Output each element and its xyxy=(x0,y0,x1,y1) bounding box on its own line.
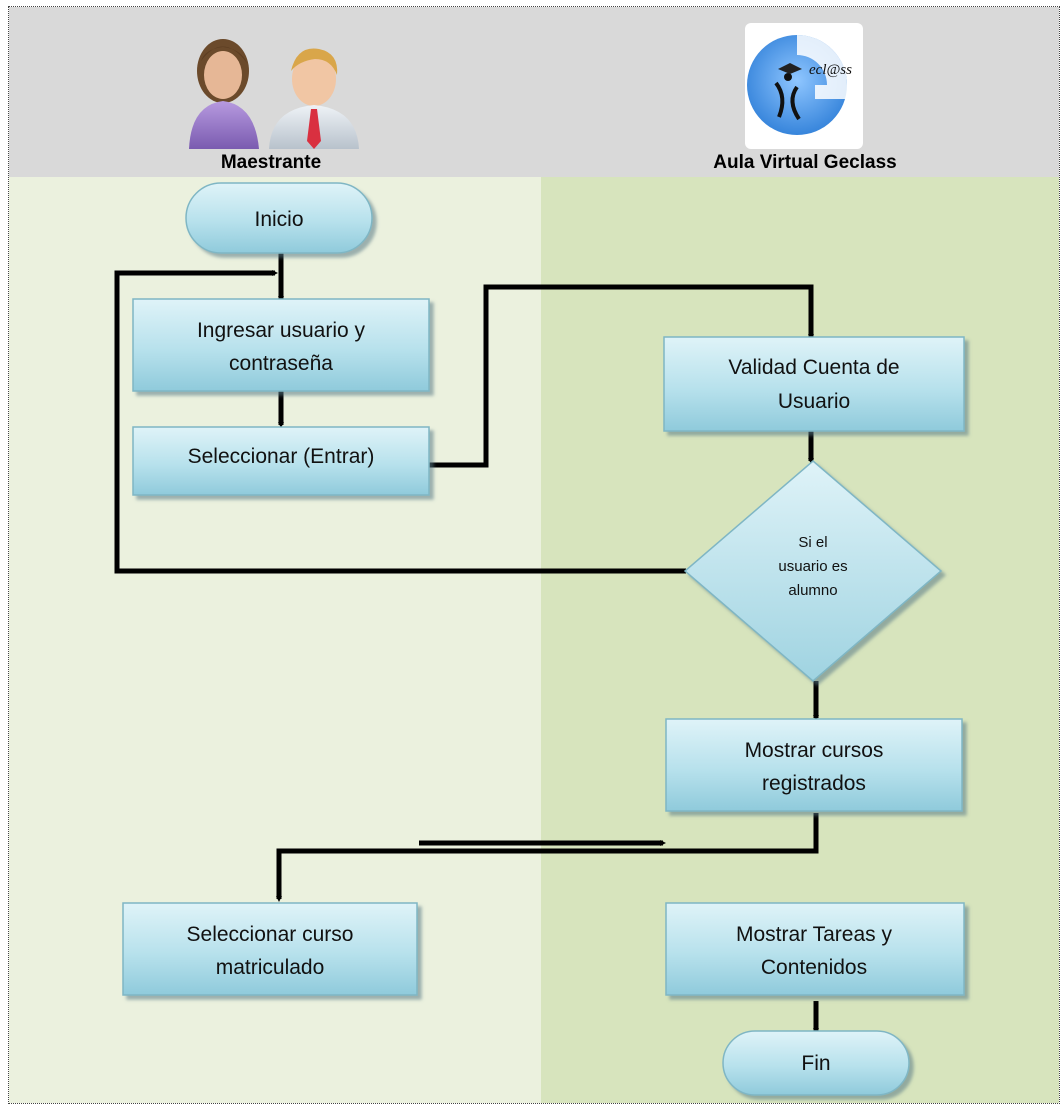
node-fin-label: Fin xyxy=(801,1052,830,1075)
arrow-seleccionar-to-validad xyxy=(429,284,814,468)
node-decision-line3: alumno xyxy=(788,582,837,599)
node-decision-line1: Si el xyxy=(798,534,827,551)
node-inicio-label: Inicio xyxy=(254,208,303,231)
lane-title-aula-virtual: Aula Virtual Geclass xyxy=(713,152,896,173)
node-fin xyxy=(722,1030,910,1096)
geclass-logo-icon: ecl@ss xyxy=(745,23,863,149)
node-seleccionar-entrar xyxy=(132,426,430,496)
node-mostrar-cursos-line1: Mostrar cursos xyxy=(745,739,884,762)
node-ingresar-usuario xyxy=(132,298,430,392)
node-mostrar-tareas-line1: Mostrar Tareas y xyxy=(736,923,892,946)
node-seleccionar-curso xyxy=(122,902,418,996)
node-validad-cuenta-line1: Validad Cuenta de xyxy=(728,356,899,379)
node-seleccionar-entrar-label: Seleccionar (Entrar) xyxy=(188,445,375,468)
connectors xyxy=(114,253,819,1034)
arrow-mostrar-cursos-to-seleccionar-curso xyxy=(276,813,819,902)
maestrante-avatar-icon xyxy=(189,39,359,149)
node-decision-line2: usuario es xyxy=(778,558,847,575)
lane-title-maestrante: Maestrante xyxy=(221,152,321,173)
node-mostrar-cursos xyxy=(665,718,963,812)
flowchart: ecl@ss Maestrante Aula Virtual Geclass I… xyxy=(9,7,1059,1103)
node-mostrar-tareas xyxy=(665,902,965,996)
node-mostrar-tareas-line2: Contenidos xyxy=(761,956,867,979)
arrow-decision-loop-back xyxy=(114,270,686,574)
node-mostrar-cursos-line2: registrados xyxy=(762,772,866,795)
header-band xyxy=(9,7,1059,177)
node-ingresar-usuario-line2: contraseña xyxy=(229,352,333,375)
node-validad-cuenta xyxy=(663,336,965,432)
node-seleccionar-curso-line2: matriculado xyxy=(216,956,325,979)
node-validad-cuenta-line2: Usuario xyxy=(778,390,850,413)
node-decision-alumno xyxy=(683,460,943,682)
diagram-frame: ecl@ss Maestrante Aula Virtual Geclass I… xyxy=(8,6,1060,1104)
node-inicio xyxy=(185,182,373,254)
node-ingresar-usuario-line1: Ingresar usuario y xyxy=(197,319,366,342)
node-seleccionar-curso-line1: Seleccionar curso xyxy=(187,923,354,946)
geclass-logo-text: ecl@ss xyxy=(809,62,852,78)
